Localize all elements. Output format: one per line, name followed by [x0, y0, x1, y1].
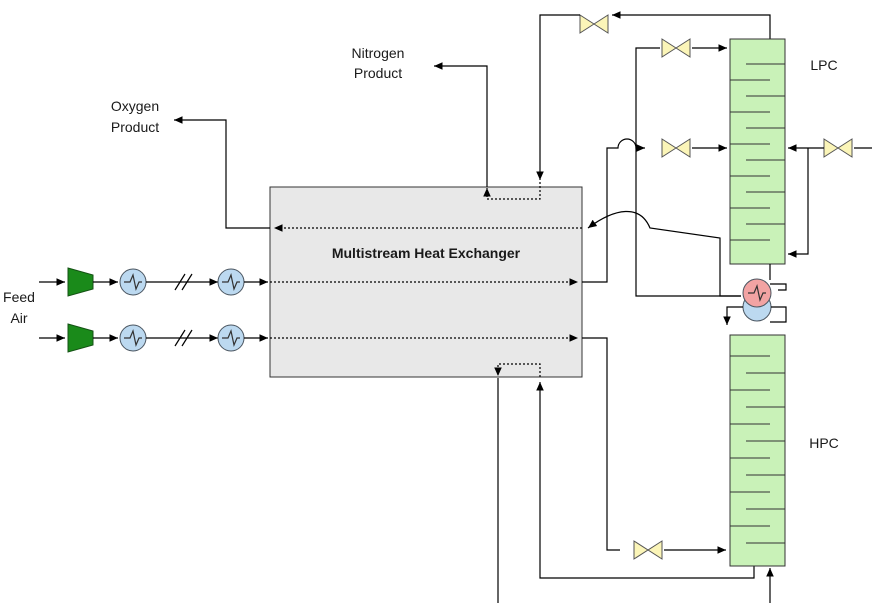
- nitrogen-label: Nitrogen: [352, 45, 405, 61]
- compressor-icon: [67, 323, 94, 353]
- cooler-icon: [119, 268, 147, 296]
- cooler-icon: [217, 268, 245, 296]
- cooler-icon: [217, 324, 245, 352]
- nitrogen-product-line: [434, 62, 488, 187]
- feed-train-top: [39, 267, 268, 297]
- valve-icon: [579, 14, 609, 34]
- reboiler-condenser: [742, 278, 772, 322]
- reflux-line: [635, 47, 741, 297]
- nitrogen-label: Product: [354, 65, 402, 81]
- exchanger-title: Multistream Heat Exchanger: [332, 245, 521, 261]
- lpc-overhead-loop: [612, 11, 771, 39]
- feed-train-bottom: [39, 323, 268, 353]
- lpc-label: LPC: [810, 57, 837, 73]
- feed-bottom-to-hpc: [582, 337, 620, 551]
- oxygen-label: Product: [111, 119, 159, 135]
- lpc-bottom-draw: [788, 148, 809, 258]
- valve-icon: [633, 540, 663, 560]
- hpc-column: [729, 334, 786, 567]
- hpc-label: HPC: [809, 435, 839, 451]
- valve-icon: [661, 138, 691, 158]
- valve-icon: [661, 38, 691, 58]
- passage-lower: [494, 363, 541, 377]
- lpc-overhead-return: [536, 14, 580, 180]
- compressor-icon: [67, 267, 94, 297]
- cooler-icon: [119, 324, 147, 352]
- oxygen-product-line: [174, 116, 270, 229]
- valve-icon: [823, 138, 853, 158]
- lpc-column: [729, 38, 786, 265]
- feed-air-label: Feed: [3, 289, 35, 305]
- hpc-bottom-loop: [536, 382, 755, 579]
- feed-air-label: Air: [10, 310, 27, 326]
- crossover-return: [587, 210, 741, 297]
- passage-nitrogen: [483, 182, 541, 200]
- oxygen-label: Oxygen: [111, 98, 159, 114]
